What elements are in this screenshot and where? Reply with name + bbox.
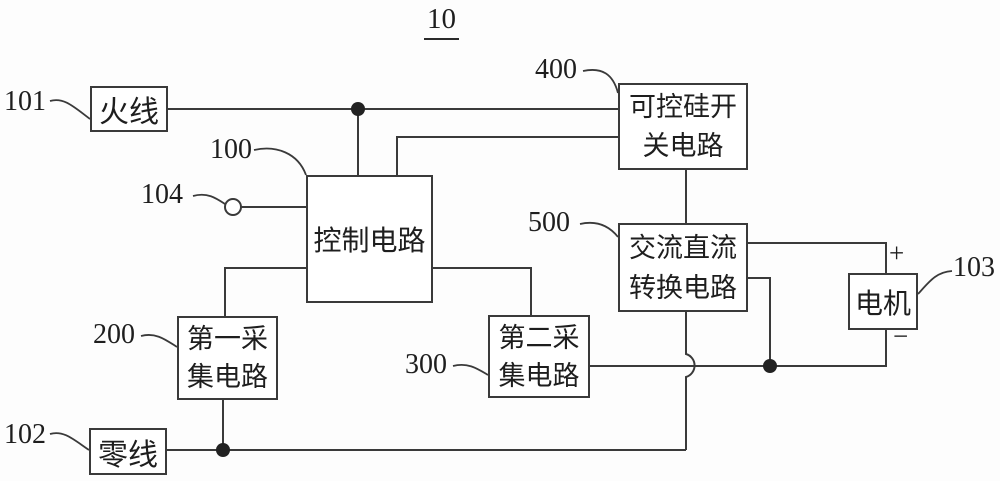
block-first-acquisition-label: 第一采 集电路 [187, 324, 268, 392]
block-second-acquisition-label: 第二采 集电路 [498, 322, 580, 391]
block-live-wire: 火线 [90, 86, 168, 132]
motor-negative-terminal-sign: − [893, 321, 909, 351]
block-live-wire-label: 火线 [99, 96, 159, 129]
block-first-acquisition-circuit: 第一采 集电路 [177, 316, 278, 400]
block-neutral-wire: 零线 [89, 428, 167, 475]
junction-dot-live [351, 102, 365, 116]
wire-control-to-thyristor [396, 136, 618, 175]
leader-103 [917, 270, 953, 295]
leader-500 [579, 222, 619, 238]
block-control-circuit-label: 控制电路 [313, 226, 426, 257]
ref-400-thyristor-switch: 400 [535, 54, 577, 85]
leader-104 [192, 193, 226, 205]
wire-control-to-acq-second [433, 267, 532, 315]
block-control-circuit: 控制电路 [306, 175, 433, 303]
wire-control-to-acq-first [224, 267, 306, 316]
leader-200 [140, 334, 178, 348]
block-second-acquisition-circuit: 第二采 集电路 [488, 315, 590, 398]
junction-dot-neutral [216, 443, 230, 457]
block-neutral-wire-label: 零线 [98, 438, 158, 472]
ref-103-motor: 103 [953, 252, 995, 283]
block-acdc-converter-circuit: 交流直流 转换电路 [618, 223, 748, 312]
wire-acdc-to-motor-positive [748, 242, 887, 273]
ref-100-control-circuit: 100 [210, 134, 252, 165]
motor-positive-terminal-sign: + [889, 238, 905, 268]
block-acdc-converter-label: 交流直流 转换电路 [629, 232, 737, 303]
leader-101 [49, 99, 91, 120]
wire-acdc-to-negative-junction [748, 277, 771, 366]
block-thyristor-switch-label: 可控硅开 关电路 [629, 91, 737, 161]
ref-500-acdc-converter: 500 [528, 207, 570, 238]
wire-acdc-to-neutral-with-hop [685, 312, 696, 450]
block-thyristor-switch-circuit: 可控硅开 关电路 [618, 83, 748, 170]
figure-number: 10 [424, 5, 459, 40]
ref-300-second-acquisition: 300 [405, 349, 447, 380]
ref-104-terminal: 104 [141, 179, 183, 210]
leader-300 [452, 363, 489, 376]
ref-200-first-acquisition: 200 [93, 319, 135, 350]
block-motor-label: 电机 [854, 288, 911, 320]
block-motor: 电机 [848, 273, 918, 330]
wire-acq-second-to-motor-negative [590, 330, 887, 367]
leader-102 [49, 432, 90, 451]
leader-100 [253, 147, 307, 176]
terminal-104-circle [224, 198, 242, 216]
ref-102-neutral-wire: 102 [4, 419, 46, 450]
junction-dot-motor-negative [763, 359, 777, 373]
ref-101-live-wire: 101 [4, 86, 46, 117]
leader-400 [582, 69, 619, 94]
